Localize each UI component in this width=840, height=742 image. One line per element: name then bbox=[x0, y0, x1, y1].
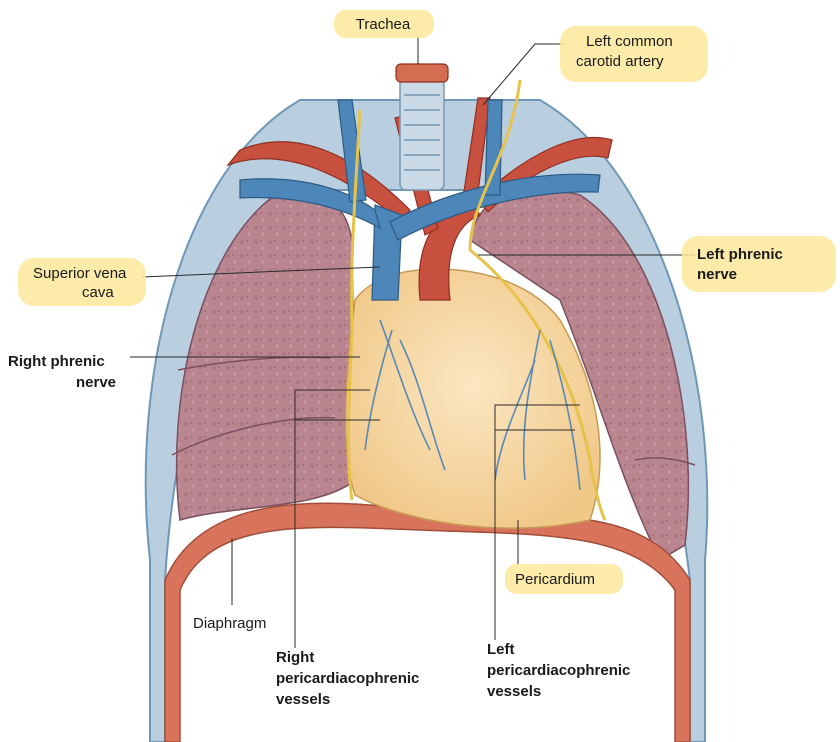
left-internal-jugular-vein bbox=[484, 99, 503, 196]
trachea-rings bbox=[404, 94, 440, 171]
label-right-phrenic-2: nerve bbox=[76, 374, 116, 391]
pericardium bbox=[344, 268, 601, 529]
highlight-left-phrenic bbox=[682, 236, 836, 292]
leader-left-common-carotid bbox=[482, 43, 565, 106]
trachea bbox=[399, 69, 445, 191]
label-right-phrenic-1: Right phrenic bbox=[8, 353, 105, 370]
label-superior-vena-cava-2: cava bbox=[82, 284, 114, 301]
right-brachiocephalic-vein bbox=[239, 178, 381, 230]
highlight-pericardium bbox=[505, 564, 623, 594]
label-right-pericardiacophrenic-2: pericardiacophrenic bbox=[276, 670, 419, 687]
trachea-cut-end bbox=[395, 63, 449, 83]
diaphragm bbox=[164, 502, 691, 742]
label-left-phrenic-2: nerve bbox=[697, 266, 737, 283]
right-phrenic-nerve bbox=[346, 109, 362, 501]
leader-left-pericardiacophrenic bbox=[494, 404, 580, 640]
left-brachiocephalic-vein bbox=[389, 173, 601, 241]
label-diaphragm: Diaphragm bbox=[193, 615, 266, 632]
label-trachea: Trachea bbox=[356, 16, 411, 33]
highlight-left-common-carotid bbox=[560, 26, 708, 82]
leader-superior-vena-cava bbox=[141, 266, 381, 278]
label-pericardium: Pericardium bbox=[515, 571, 595, 588]
right-pericardiacophrenic-vessels bbox=[364, 319, 446, 471]
label-superior-vena-cava-1: Superior vena bbox=[33, 265, 127, 282]
label-left-pericardiacophrenic-1: Left bbox=[487, 641, 515, 658]
label-left-pericardiacophrenic-3: vessels bbox=[487, 683, 541, 700]
highlight-superior-vena-cava bbox=[18, 258, 146, 306]
label-right-pericardiacophrenic-1: Right bbox=[276, 649, 314, 666]
label-left-phrenic-1: Left phrenic bbox=[697, 246, 783, 263]
leader-right-pericardiacophrenic bbox=[294, 389, 370, 648]
highlight-trachea bbox=[334, 10, 434, 38]
left-phrenic-nerve bbox=[468, 79, 607, 521]
label-left-common-carotid-2: carotid artery bbox=[576, 53, 664, 70]
left-lung-fissure bbox=[634, 457, 696, 466]
label-right-pericardiacophrenic-3: vessels bbox=[276, 691, 330, 708]
label-left-pericardiacophrenic-2: pericardiacophrenic bbox=[487, 662, 630, 679]
right-lung-fissure-2 bbox=[171, 416, 336, 456]
label-left-common-carotid-1: Left common bbox=[586, 33, 673, 50]
right-internal-jugular-vein bbox=[337, 99, 367, 203]
